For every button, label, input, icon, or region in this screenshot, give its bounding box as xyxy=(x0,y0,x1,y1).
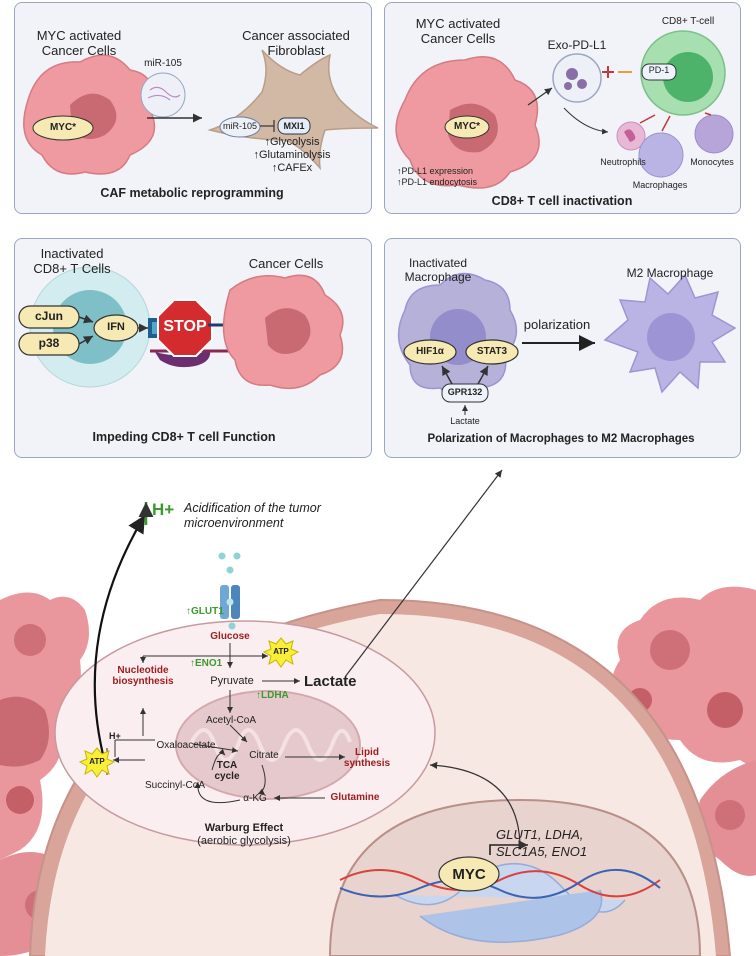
atp-label-bottom: ATP xyxy=(89,757,105,766)
p4-hif: HIF1α xyxy=(416,346,444,357)
ldha-label: ↑LDHA xyxy=(256,690,289,701)
ldha-text: LDHA xyxy=(261,690,289,701)
glut1-label: ↑GLUT1 xyxy=(186,606,224,617)
p1-mxi1: MXI1 xyxy=(283,121,305,131)
h-small-label: H+ xyxy=(109,731,121,741)
atp-label-top: ATP xyxy=(273,647,289,656)
p2-exo-label: Exo-PD-L1 xyxy=(547,38,607,52)
gene-arrow xyxy=(489,840,528,855)
p4-m2-label: M2 Macrophage xyxy=(626,266,714,280)
glutamine-label: Glutamine xyxy=(330,792,380,803)
panel2-art xyxy=(395,30,734,189)
p2-neutrophils: Neutrophils xyxy=(600,157,646,167)
pyruvate-label: Pyruvate xyxy=(210,675,254,687)
p1-myc-label: MYC* xyxy=(49,122,77,133)
p2-pd1-label: PD-1 xyxy=(648,65,670,75)
panel1-art xyxy=(23,49,379,175)
warburg-label: Warburg Effect(aerobic glycolysis) xyxy=(197,822,291,847)
atp-star-top xyxy=(262,637,300,668)
p3-title: Impeding CD8+ T cell Function xyxy=(92,430,276,444)
panel4-art xyxy=(397,272,737,415)
hplus-label: H+ xyxy=(152,500,175,519)
p3-cancer-label: Cancer Cells xyxy=(248,256,324,271)
p1-mir-label: miR-105 xyxy=(144,58,182,69)
lactate-to-macrophage-arrow xyxy=(344,469,503,678)
p3-cjun: cJun xyxy=(34,309,64,323)
glut1-text: GLUT1 xyxy=(191,606,224,617)
p4-gpr132: GPR132 xyxy=(447,387,483,397)
oxaloacetate-label: Oxaloacetate xyxy=(156,740,216,751)
p1-title: CAF metabolic reprogramming xyxy=(100,186,284,200)
lactate-label: Lactate xyxy=(304,673,357,690)
p2-title: CD8+ T cell inactivation xyxy=(491,194,633,208)
p2-macrophages: Macrophages xyxy=(632,180,688,190)
p4-stat3: STAT3 xyxy=(476,346,508,357)
myc-label: MYC xyxy=(452,866,486,883)
p3-ifn: IFN xyxy=(107,321,125,333)
atp-star-bottom xyxy=(78,747,116,778)
p4-lactate: Lactate xyxy=(450,416,480,426)
p2-tcell-label: CD8+ T-cell xyxy=(661,16,715,27)
mitochondrion xyxy=(175,690,361,800)
p3-p38: p38 xyxy=(38,336,60,350)
p2-myc-label: MYC* xyxy=(453,121,481,132)
p3-stop: STOP xyxy=(163,318,207,335)
p2-pdl1-lines: ↑PD-L1 expression↑PD-L1 endocytosis xyxy=(397,166,478,187)
succinyl-label: Succinyl-CoA xyxy=(144,780,206,791)
acetyl-label: Acetyl-CoA xyxy=(205,715,257,726)
panel3-art xyxy=(18,266,344,390)
p1-effects: ↑Glycolysis↑Glutaminolysis↑CAFEx xyxy=(253,136,331,174)
myc-to-cytoplasm-arrow xyxy=(429,761,521,849)
p4-title: Polarization of Macrophages to M2 Macrop… xyxy=(427,433,695,445)
glut1-transporter xyxy=(218,552,241,630)
dna-myc-complex xyxy=(339,856,661,943)
target-genes-label: GLUT1, LDHA,SLC1A5, ENO1 xyxy=(496,827,588,859)
p4-polarization: polarization xyxy=(523,317,591,332)
eno1-label: ↑ENO1 xyxy=(190,658,223,669)
citrate-label: Citrate xyxy=(249,750,279,761)
p1-mir-inner: miR-105 xyxy=(222,121,258,131)
eno1-text: ENO1 xyxy=(195,658,223,669)
hplus-arrow xyxy=(93,514,146,771)
akg-label: α-KG xyxy=(243,793,267,804)
p2-monocytes: Monocytes xyxy=(690,157,734,167)
glucose-label: Glucose xyxy=(210,631,250,642)
